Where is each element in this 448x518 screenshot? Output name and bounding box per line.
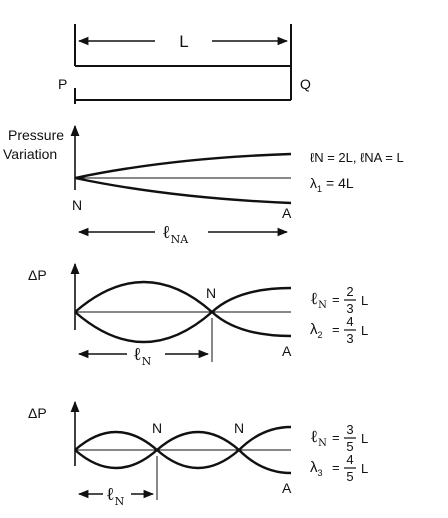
mode2-span-label: ℓN [133, 344, 152, 368]
mode3-eq2-denominator: 5 [346, 469, 353, 484]
mode3-equation-wavelength: λ3 = 4 5 L [310, 452, 368, 484]
mode3-eq1-tail: L [361, 431, 368, 446]
mode3-ylabel: ΔP [28, 405, 47, 421]
mode3-eq1-lhs: ℓN [310, 427, 327, 449]
mode3-antinode-label: A [282, 480, 292, 496]
mode3-eq2-lhs: λ3 [310, 459, 323, 478]
mode3-span-label: ℓN [106, 484, 125, 508]
mode2-eq2-numerator: 4 [346, 314, 353, 329]
mode2-eq2-tail: L [361, 323, 368, 338]
mode3-upper-curve [74, 425, 292, 452]
tube [74, 24, 292, 104]
mode3-equation-length: ℓN = 3 5 L [310, 422, 368, 454]
mode2-eq2-lhs: λ2 [310, 321, 323, 340]
mode2-antinode-label: A [282, 343, 292, 359]
top-ylabel-line2: Variation [3, 146, 57, 162]
mode3-lower-curve [74, 448, 292, 475]
mode3-eq2-tail: L [361, 461, 368, 476]
mode2-eq2-denominator: 3 [346, 331, 353, 346]
mode3-node1-label: N [152, 420, 162, 436]
mode1-upper-curve [74, 152, 292, 180]
mode3-eq2-numerator: 4 [346, 452, 353, 467]
mode1-equation-lengths: ℓN = 2L, ℓNA = L [310, 150, 404, 165]
mode2-eq2-equals: = [332, 322, 340, 337]
mode2-eq1-denominator: 3 [346, 301, 353, 316]
mode2-lower-curve [74, 310, 292, 344]
mode2-equation-length: ℓN = 2 3 L [310, 284, 368, 316]
top-ylabel-line1: Pressure [8, 127, 64, 143]
mode2-upper-curve [74, 280, 292, 314]
tube-end-q-label: Q [300, 76, 311, 92]
mode2-eq1-numerator: 2 [346, 284, 353, 299]
tube-length-label: L [179, 32, 188, 51]
mode2-equation-wavelength: λ2 = 4 3 L [310, 314, 368, 346]
mode1-equation-wavelength: λ1= 4L [310, 175, 354, 194]
mode3-eq2-equals: = [332, 460, 340, 475]
mode3-eq1-equals: = [332, 430, 340, 445]
mode3-node2-label: N [234, 420, 244, 436]
mode2-node-label: N [206, 285, 216, 301]
mode2-ylabel: ΔP [28, 267, 47, 283]
mode3-eq1-numerator: 3 [346, 422, 353, 437]
mode2-eq1-lhs: ℓN [310, 289, 327, 311]
mode1-node-label: N [72, 197, 82, 213]
mode1-antinode-label: A [282, 205, 292, 221]
mode3-eq1-denominator: 5 [346, 439, 353, 454]
mode1-span-label: ℓNA [162, 222, 189, 246]
mode2-eq1-equals: = [332, 292, 340, 307]
mode1-lower-curve [74, 176, 292, 205]
tube-end-p-label: P [58, 76, 67, 92]
mode2-eq1-tail: L [361, 293, 368, 308]
